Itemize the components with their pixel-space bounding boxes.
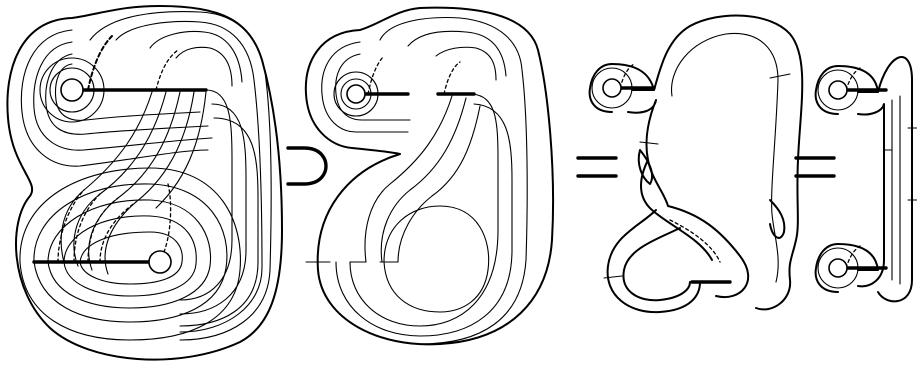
supset-symbol — [288, 148, 326, 184]
panel-b — [306, 8, 553, 345]
panel-a-upper-rings — [21, 30, 212, 166]
panel-d-hole-lower — [829, 259, 847, 277]
panel-a-hole-lower — [149, 251, 171, 273]
panel-a — [7, 6, 282, 360]
equals-symbol-2 — [796, 158, 834, 176]
panel-a-hole-upper — [61, 79, 83, 101]
equals-symbol-1 — [578, 158, 616, 176]
panel-a-lower-rings — [20, 168, 240, 340]
panel-c-hole — [603, 79, 621, 97]
panel-b-hole — [347, 85, 365, 103]
panel-a-top-loops — [90, 12, 266, 86]
panel-a-diagonal-strands — [61, 92, 206, 274]
panel-d — [816, 57, 917, 301]
panel-d-hole-upper — [829, 81, 847, 99]
panel-c — [590, 16, 803, 313]
panel-a-vertical-strands — [180, 80, 271, 340]
